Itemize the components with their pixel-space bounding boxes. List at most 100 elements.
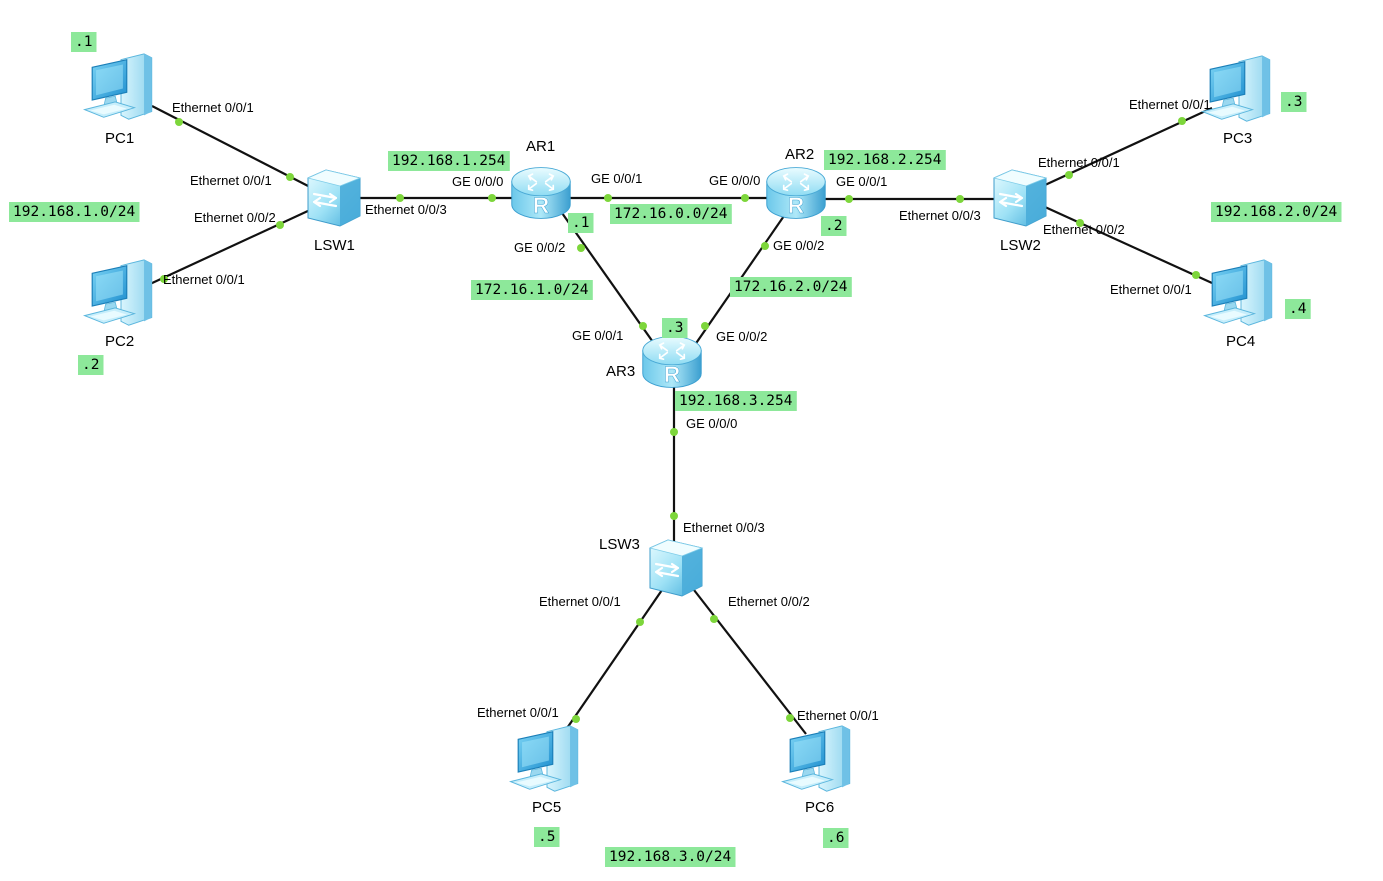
- tag-text: .4: [1289, 301, 1307, 317]
- gw2-tag: 192.168.2.254: [824, 150, 946, 170]
- router-icon[interactable]: [510, 166, 572, 220]
- port-dots-layer: [160, 117, 1200, 723]
- port-label: GE 0/0/2: [716, 329, 767, 344]
- switch-icon[interactable]: [648, 538, 704, 598]
- tag-text: .3: [1285, 94, 1302, 110]
- port-dot: [286, 173, 294, 181]
- tag-background: [9, 202, 140, 222]
- tag-text: .2: [82, 357, 99, 373]
- tag-background: [823, 828, 849, 848]
- pc1-host-tag: .1: [71, 32, 97, 52]
- port-label: GE 0/0/2: [514, 240, 565, 255]
- port-dot: [1076, 219, 1084, 227]
- pc6-label: PC6: [805, 799, 834, 816]
- tag-text: .1: [572, 215, 589, 231]
- pc-icon[interactable]: [1201, 55, 1271, 122]
- port-dot: [604, 194, 612, 202]
- pc3-host-tag: .3: [1281, 92, 1307, 112]
- port-dot: [701, 322, 709, 330]
- net2-tag: 192.168.2.0/24: [1211, 202, 1342, 222]
- port-dot: [396, 194, 404, 202]
- tag-text: .6: [827, 830, 844, 846]
- pc-icon[interactable]: [1203, 259, 1273, 326]
- pc-icon[interactable]: [83, 53, 153, 120]
- router-icon[interactable]: [765, 166, 827, 220]
- tag-background: [824, 150, 946, 170]
- port-label: Ethernet 0/0/1: [190, 173, 272, 188]
- port-dot: [160, 275, 168, 283]
- tag-background: [662, 318, 688, 338]
- tag-background: [78, 355, 104, 375]
- tag-background: [675, 391, 797, 411]
- link-ar1-ar3-tag: 172.16.1.0/24: [471, 280, 593, 300]
- port-dot: [670, 512, 678, 520]
- port-label: Ethernet 0/0/1: [797, 708, 879, 723]
- tag-text: 172.16.1.0/24: [475, 282, 589, 298]
- pc2-host-tag: .2: [78, 355, 104, 375]
- tag-text: .5: [538, 829, 555, 845]
- ar3-label: AR3: [606, 363, 635, 380]
- link-ar2-ar3-tag: 172.16.2.0/24: [730, 277, 852, 297]
- port-label: Ethernet 0/0/1: [1129, 97, 1211, 112]
- port-label: Ethernet 0/0/1: [163, 272, 245, 287]
- port-dot: [1178, 117, 1186, 125]
- port-dot: [670, 428, 678, 436]
- port-dot: [636, 618, 644, 626]
- port-dot: [710, 615, 718, 623]
- tag-background: [568, 213, 594, 233]
- tag-text: 192.168.1.0/24: [13, 204, 135, 220]
- port-dot: [639, 322, 647, 330]
- port-label: Ethernet 0/0/2: [194, 210, 276, 225]
- ar2-host-tag: .2: [821, 216, 847, 236]
- port-label: Ethernet 0/0/2: [1043, 222, 1125, 237]
- port-label: GE 0/0/1: [572, 328, 623, 343]
- tag-text: .3: [666, 320, 683, 336]
- tag-background: [605, 847, 736, 867]
- tag-background: [821, 216, 847, 236]
- port-label: Ethernet 0/0/1: [1038, 155, 1120, 170]
- tag-background: [388, 151, 510, 171]
- tag-background: [471, 280, 593, 300]
- tag-text: 192.168.2.0/24: [1215, 204, 1337, 220]
- router-icon[interactable]: [641, 335, 703, 389]
- tag-text: 172.16.0.0/24: [614, 206, 728, 222]
- lsw3-label: LSW3: [599, 536, 640, 553]
- tag-text: 192.168.3.254: [679, 393, 793, 409]
- switch-icon[interactable]: [992, 168, 1048, 228]
- port-label: Ethernet 0/0/1: [477, 705, 559, 720]
- switch-icon[interactable]: [306, 168, 362, 228]
- port-dot: [175, 118, 183, 126]
- pc2-label: PC2: [105, 333, 134, 350]
- port-dot: [1065, 171, 1073, 179]
- tag-text: 192.168.2.254: [828, 152, 942, 168]
- lsw1-label: LSW1: [314, 237, 355, 254]
- tag-background: [730, 277, 852, 297]
- port-dot: [786, 714, 794, 722]
- tag-text: 192.168.3.0/24: [609, 849, 731, 865]
- pc4-host-tag: .4: [1285, 299, 1311, 319]
- tag-background: [1211, 202, 1342, 222]
- pc-icon[interactable]: [509, 725, 579, 792]
- pc3-label: PC3: [1223, 130, 1252, 147]
- port-label: Ethernet 0/0/1: [539, 594, 621, 609]
- port-label: GE 0/0/2: [773, 238, 824, 253]
- tag-text: 192.168.1.254: [392, 153, 506, 169]
- link-pc6-lsw3: [693, 589, 807, 735]
- pc5-host-tag: .5: [534, 827, 560, 847]
- port-label: Ethernet 0/0/3: [683, 520, 765, 535]
- port-label: Ethernet 0/0/1: [172, 100, 254, 115]
- link-pc2-lsw1: [149, 209, 311, 285]
- ar2-label: AR2: [785, 146, 814, 163]
- pc-icon[interactable]: [83, 259, 153, 326]
- tag-background: [71, 32, 97, 52]
- tag-background: [534, 827, 560, 847]
- gw3-tag: 192.168.3.254: [675, 391, 797, 411]
- port-label: Ethernet 0/0/3: [899, 208, 981, 223]
- gw1-tag: 192.168.1.254: [388, 151, 510, 171]
- pc1-label: PC1: [105, 130, 134, 147]
- device-names-layer: PC1 PC2 PC3 PC4 PC5 PC6 LSW1 LSW2 LSW3 A…: [105, 130, 1255, 816]
- port-dot: [1192, 271, 1200, 279]
- port-labels-layer: Ethernet 0/0/1 Ethernet 0/0/1 Ethernet 0…: [163, 97, 1211, 723]
- port-label: GE 0/0/0: [709, 173, 760, 188]
- pc-icon[interactable]: [781, 725, 851, 792]
